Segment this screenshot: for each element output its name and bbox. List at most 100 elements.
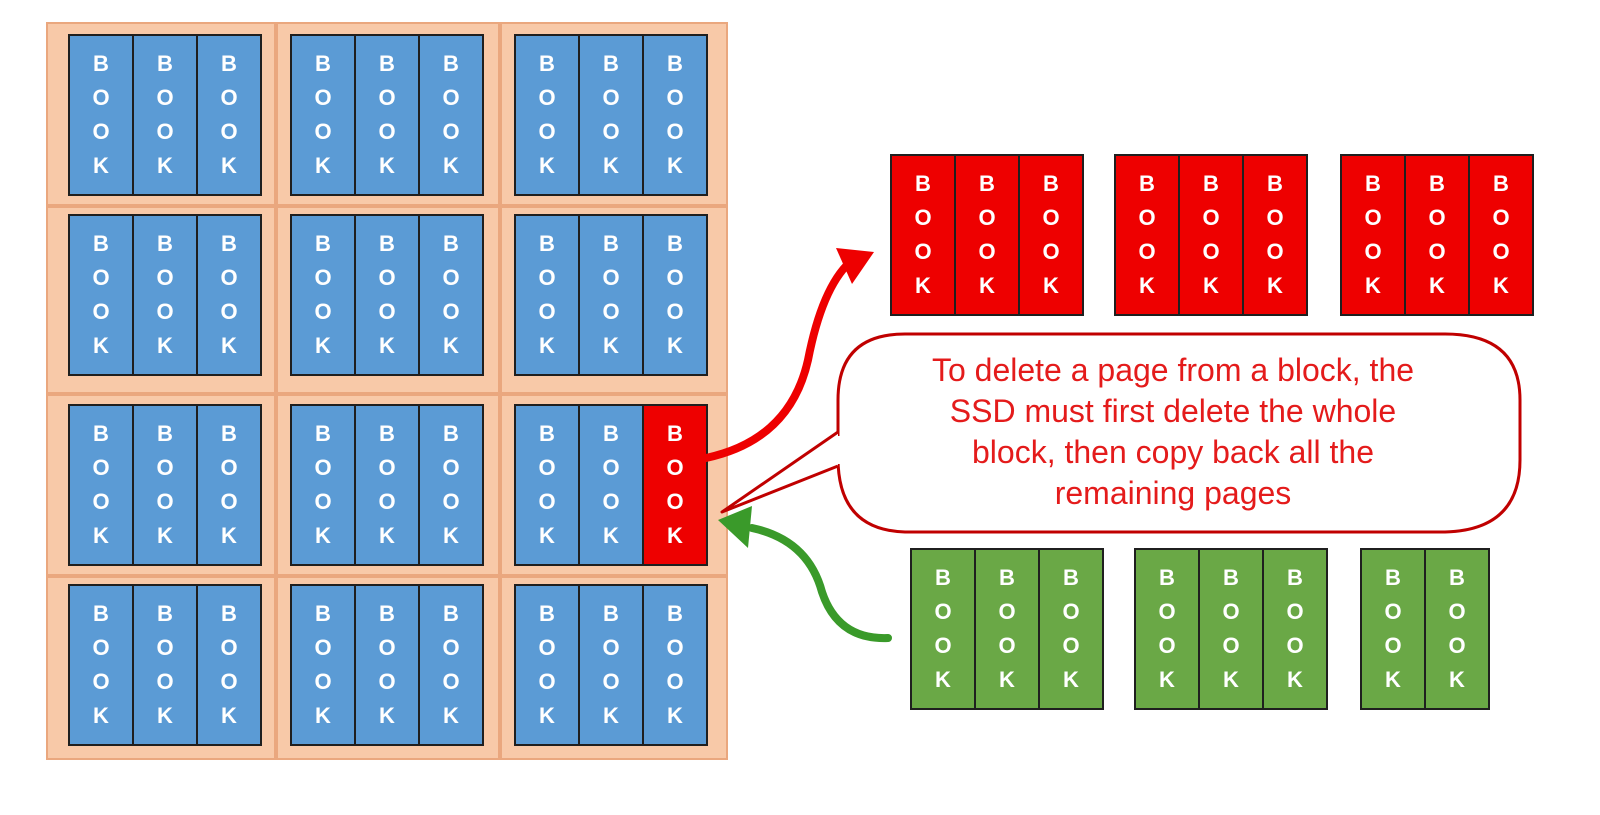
book-letter: K bbox=[221, 523, 237, 548]
book-letter: K bbox=[221, 333, 237, 358]
book-letter: B bbox=[93, 51, 109, 76]
book-letter: B bbox=[1223, 565, 1239, 590]
book-letter: O bbox=[1202, 239, 1220, 264]
book-letter: B bbox=[1365, 171, 1381, 196]
book-letter: K bbox=[603, 333, 619, 358]
book-letter: O bbox=[538, 669, 556, 694]
book-letter: O bbox=[666, 489, 684, 514]
book-letter: K bbox=[315, 703, 331, 728]
book-letter: B bbox=[979, 171, 995, 196]
book-letter: K bbox=[157, 703, 173, 728]
book-letter: B bbox=[379, 51, 395, 76]
shelf-divider bbox=[498, 24, 502, 758]
book-letter: B bbox=[603, 421, 619, 446]
book-letter: B bbox=[379, 231, 395, 256]
book-letter: O bbox=[998, 633, 1016, 658]
book-letter: O bbox=[1266, 239, 1284, 264]
book-letter: K bbox=[1449, 667, 1465, 692]
book-letter: O bbox=[602, 489, 620, 514]
book-letter: O bbox=[1222, 633, 1240, 658]
book-letter: B bbox=[539, 421, 555, 446]
book-letter: B bbox=[667, 51, 683, 76]
book-letter: B bbox=[157, 601, 173, 626]
book-letter: B bbox=[221, 231, 237, 256]
book-letter: O bbox=[978, 205, 996, 230]
book-letter: K bbox=[443, 153, 459, 178]
book-letter: K bbox=[1043, 273, 1059, 298]
book-letter: B bbox=[315, 601, 331, 626]
book-letter: B bbox=[1287, 565, 1303, 590]
book-letter: K bbox=[979, 273, 995, 298]
book-letter: O bbox=[156, 85, 174, 110]
book-letter: O bbox=[1384, 599, 1402, 624]
book-letter: B bbox=[1267, 171, 1283, 196]
book-letter: K bbox=[93, 153, 109, 178]
book-letter: O bbox=[314, 265, 332, 290]
book-letter: K bbox=[315, 333, 331, 358]
book-letter: B bbox=[315, 231, 331, 256]
callout-pointer bbox=[720, 430, 839, 514]
book-letter: O bbox=[1062, 599, 1080, 624]
book-letter: O bbox=[1158, 599, 1176, 624]
book-letter: O bbox=[538, 119, 556, 144]
book-letter: K bbox=[443, 333, 459, 358]
book-letter: O bbox=[666, 455, 684, 480]
book-letter: O bbox=[156, 119, 174, 144]
book-letter: K bbox=[667, 703, 683, 728]
book-letter: O bbox=[1042, 239, 1060, 264]
book-letter: O bbox=[602, 85, 620, 110]
book-letter: K bbox=[157, 523, 173, 548]
book-letter: K bbox=[1203, 273, 1219, 298]
book-letter: B bbox=[539, 51, 555, 76]
book-letter: O bbox=[378, 85, 396, 110]
book-letter: O bbox=[914, 205, 932, 230]
book-letter: K bbox=[1287, 667, 1303, 692]
book-letter: O bbox=[1062, 633, 1080, 658]
book-letter: O bbox=[1286, 599, 1304, 624]
red-curved-arrow-icon bbox=[702, 248, 874, 462]
book-letter: O bbox=[934, 599, 952, 624]
book-letter: K bbox=[315, 523, 331, 548]
book-letter: O bbox=[156, 299, 174, 324]
callout-pointer-joint bbox=[836, 436, 842, 464]
book-letter: O bbox=[442, 265, 460, 290]
book-letter: B bbox=[379, 421, 395, 446]
book-letter: O bbox=[666, 119, 684, 144]
book-letter: O bbox=[1202, 205, 1220, 230]
book-letter: K bbox=[93, 523, 109, 548]
book-letter: O bbox=[378, 635, 396, 660]
book-letter: O bbox=[156, 669, 174, 694]
book-letter: K bbox=[1365, 273, 1381, 298]
book-letter: O bbox=[378, 119, 396, 144]
book-letter: O bbox=[538, 85, 556, 110]
book-letter: K bbox=[93, 333, 109, 358]
book-letter: K bbox=[443, 523, 459, 548]
book-letter: O bbox=[314, 455, 332, 480]
book-letter: K bbox=[1429, 273, 1445, 298]
book-letter: K bbox=[1159, 667, 1175, 692]
book-letter: O bbox=[442, 85, 460, 110]
book-letter: B bbox=[443, 601, 459, 626]
book-letter: K bbox=[315, 153, 331, 178]
book-letter: B bbox=[443, 51, 459, 76]
book-letter: B bbox=[999, 565, 1015, 590]
book-letter: K bbox=[221, 153, 237, 178]
